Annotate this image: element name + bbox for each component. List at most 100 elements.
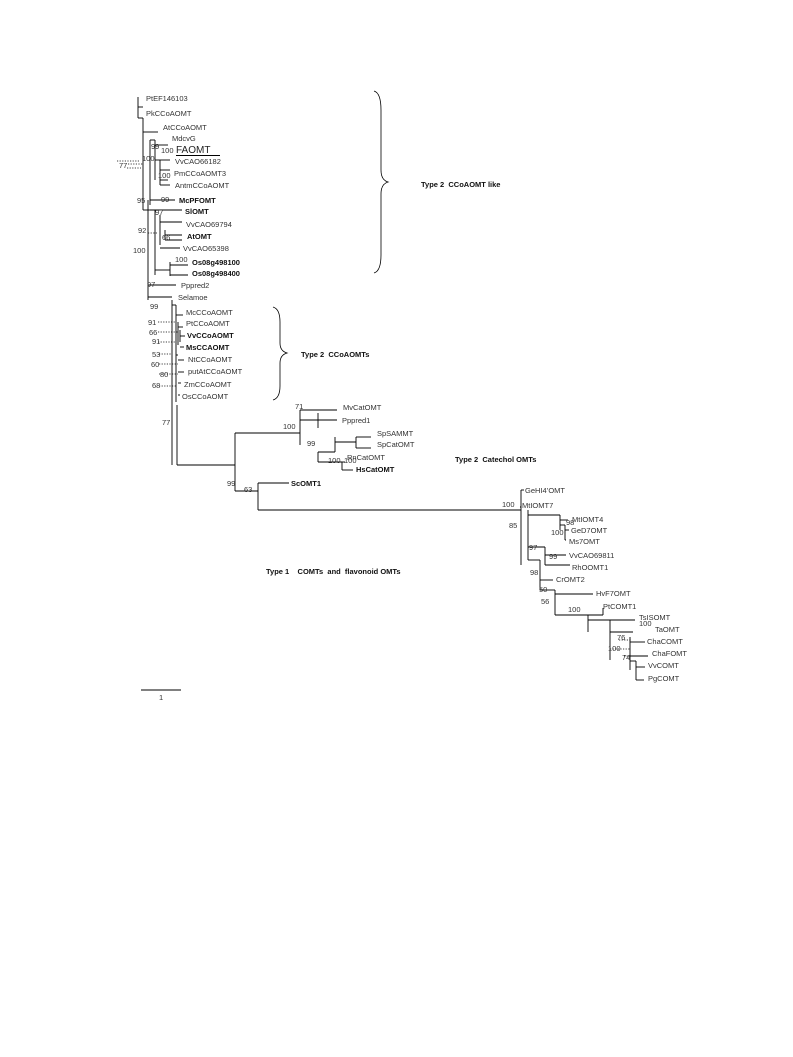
taxon-label-spsammt: SpSAMMT [377, 429, 414, 438]
bootstrap-value: 91 [148, 318, 156, 327]
taxon-label-osccoaomt: OsCCoAOMT [182, 392, 229, 401]
bootstrap-value: 98 [566, 518, 574, 527]
taxon-label-vvcao69811: VvCAO69811 [569, 551, 614, 560]
taxon-label-selamoe: Selamoe [178, 293, 208, 302]
group-braces [272, 90, 390, 401]
bootstrap-value: 66 [149, 328, 157, 337]
taxon-label-vvcao69794: VvCAO69794 [186, 220, 232, 229]
bootstrap-value: 63 [244, 485, 252, 494]
taxon-label-os08g498400: Os08g498400 [192, 269, 240, 278]
bootstrap-value: 100 [551, 528, 564, 537]
bootstrap-value: 100 [639, 619, 652, 628]
taxon-label-cromt2: CrOMT2 [556, 575, 585, 584]
bootstrap-value: 71 [295, 402, 303, 411]
taxon-label-pkccoaomt: PkCCoAOMT [146, 109, 192, 118]
taxon-label-pppred1: Pppred1 [342, 416, 370, 425]
taxon-label-faomt: FAOMT [176, 145, 210, 156]
bootstrap-value: 85 [509, 521, 517, 530]
bootstrap-value: 53 [152, 350, 160, 359]
group-label-type2-ccoaomts: Type 2 CCoAOMTs [301, 350, 369, 359]
taxon-label-pppred2: Pppred2 [181, 281, 209, 290]
bootstrap-value: 99 [227, 479, 235, 488]
taxon-label-vvcomt: VvCOMT [648, 661, 679, 670]
bootstrap-value: 100 [344, 456, 357, 465]
taxon-label-mcpfomt: McPFOMT [179, 196, 216, 205]
bootstrap-value: 74 [622, 653, 630, 662]
taxon-label-vvcao66182: VvCAO66182 [175, 157, 221, 166]
taxon-label-mdcvg: MdcvG [172, 134, 196, 143]
taxon-label-zmccoaomt: ZmCCoAOMT [184, 380, 232, 389]
taxon-label-vvcao65398: VvCAO65398 [183, 244, 229, 253]
bootstrap-value: 50 [539, 585, 547, 594]
bootstrap-value: 98 [530, 568, 538, 577]
bootstrap-value: 91 [152, 337, 160, 346]
taxon-label-vvccoaomt: VvCCoAOMT [187, 331, 234, 340]
taxon-label-pgcomt: PgCOMT [648, 674, 680, 683]
taxon-label-ntccoaomt: NtCCoAOMT [188, 355, 233, 364]
bootstrap-value: 95 [137, 196, 145, 205]
bootstrap-value: 97 [155, 208, 163, 217]
bootstrap-value: 100 [158, 171, 171, 180]
taxon-label-mtiomt4: MtIOMT4 [572, 515, 603, 524]
bootstrap-value: 80 [160, 370, 168, 379]
bootstrap-value: 76 [617, 633, 625, 642]
taxon-label-ms7omt: Ms7OMT [569, 537, 600, 546]
bootstrap-value: 68 [152, 381, 160, 390]
group-label-type2-ccoaomt-like: Type 2 CCoAOMT like [421, 180, 500, 189]
taxon-label-gehi4omt: GeHI4’OMT [525, 486, 565, 495]
bootstrap-value: 99 [151, 142, 159, 151]
taxon-label-tsisomt: TsISOMT [639, 613, 671, 622]
bootstrap-value: 60 [151, 360, 159, 369]
taxon-label-slomt: SlOMT [185, 207, 209, 216]
taxon-label-atomt: AtOMT [187, 232, 212, 241]
bootstrap-value: 66 [162, 233, 170, 242]
bootstrap-value: 100 [328, 456, 341, 465]
bootstrap-leader-lines [117, 160, 632, 657]
taxon-label-chafomt: ChaFOMT [652, 649, 687, 658]
group-label-type1: Type 1 COMTs and flavonoid OMTs [266, 567, 401, 576]
bootstrap-value: 100 [161, 146, 174, 155]
bootstrap-value: 77 [119, 161, 127, 170]
brace-type2-ccoaomt-like [373, 90, 390, 274]
bootstrap-value: 92 [138, 226, 146, 235]
bootstrap-value: 99 [161, 195, 169, 204]
taxon-label-ptccoaomt: PtCCoAOMT [186, 319, 230, 328]
taxon-label-antmccoaomt: AntmCCoAOMT [175, 181, 230, 190]
taxon-label-atccoaomt: AtCCoAOMT [163, 123, 207, 132]
group-label-type2-catechol: Type 2 Catechol OMTs [455, 455, 536, 464]
taxon-label-ptcomt1: PtCOMT1 [603, 602, 636, 611]
bootstrap-value: 56 [541, 597, 549, 606]
taxon-label-scomt1: ScOMT1 [291, 479, 321, 488]
taxon-label-chacomt: ChaCOMT [647, 637, 683, 646]
taxon-label-pmccoaomt3: PmCCoAOMT3 [174, 169, 226, 178]
bootstrap-value: 99 [150, 302, 158, 311]
taxon-label-ptef146103: PtEF146103 [146, 94, 188, 103]
bootstrap-value: 97 [529, 543, 537, 552]
taxon-label-rhoomt1: RhOOMT1 [572, 563, 608, 572]
bootstrap-value: 100 [133, 246, 146, 255]
taxon-label-putatccoaomt: putAtCCoAOMT [188, 367, 243, 376]
bootstrap-value: 100 [568, 605, 581, 614]
scale-bar-label: 1 [159, 693, 163, 702]
taxon-label-hscatomt: HsCatOMT [356, 465, 395, 474]
bootstrap-value: 97 [147, 280, 155, 289]
taxon-label-hvf7omt: HvF7OMT [596, 589, 631, 598]
bootstrap-value: 99 [549, 552, 557, 561]
bootstrap-value: 77 [162, 418, 170, 427]
brace-type2-ccoaomts [272, 306, 289, 401]
taxon-label-mcccoaomt: McCCoAOMT [186, 308, 233, 317]
scale-bar: 1 [141, 689, 181, 702]
tree-branches [137, 97, 648, 681]
taxon-label-taomt: TaOMT [655, 625, 680, 634]
bootstrap-value: 100 [502, 500, 515, 509]
taxon-label-msccaomt: MsCCAOMT [186, 343, 230, 352]
bootstrap-value: 100 [175, 255, 188, 264]
bootstrap-value: 100 [608, 644, 621, 653]
taxon-label-ged7omt: GeD7OMT [571, 526, 608, 535]
taxon-label-os08g498100: Os08g498100 [192, 258, 240, 267]
bootstrap-value: 100 [142, 154, 155, 163]
taxon-label-rncatomt: RnCatOMT [347, 453, 385, 462]
taxon-label-mvcatomt: MvCatOMT [343, 403, 382, 412]
bootstrap-value: 99 [307, 439, 315, 448]
